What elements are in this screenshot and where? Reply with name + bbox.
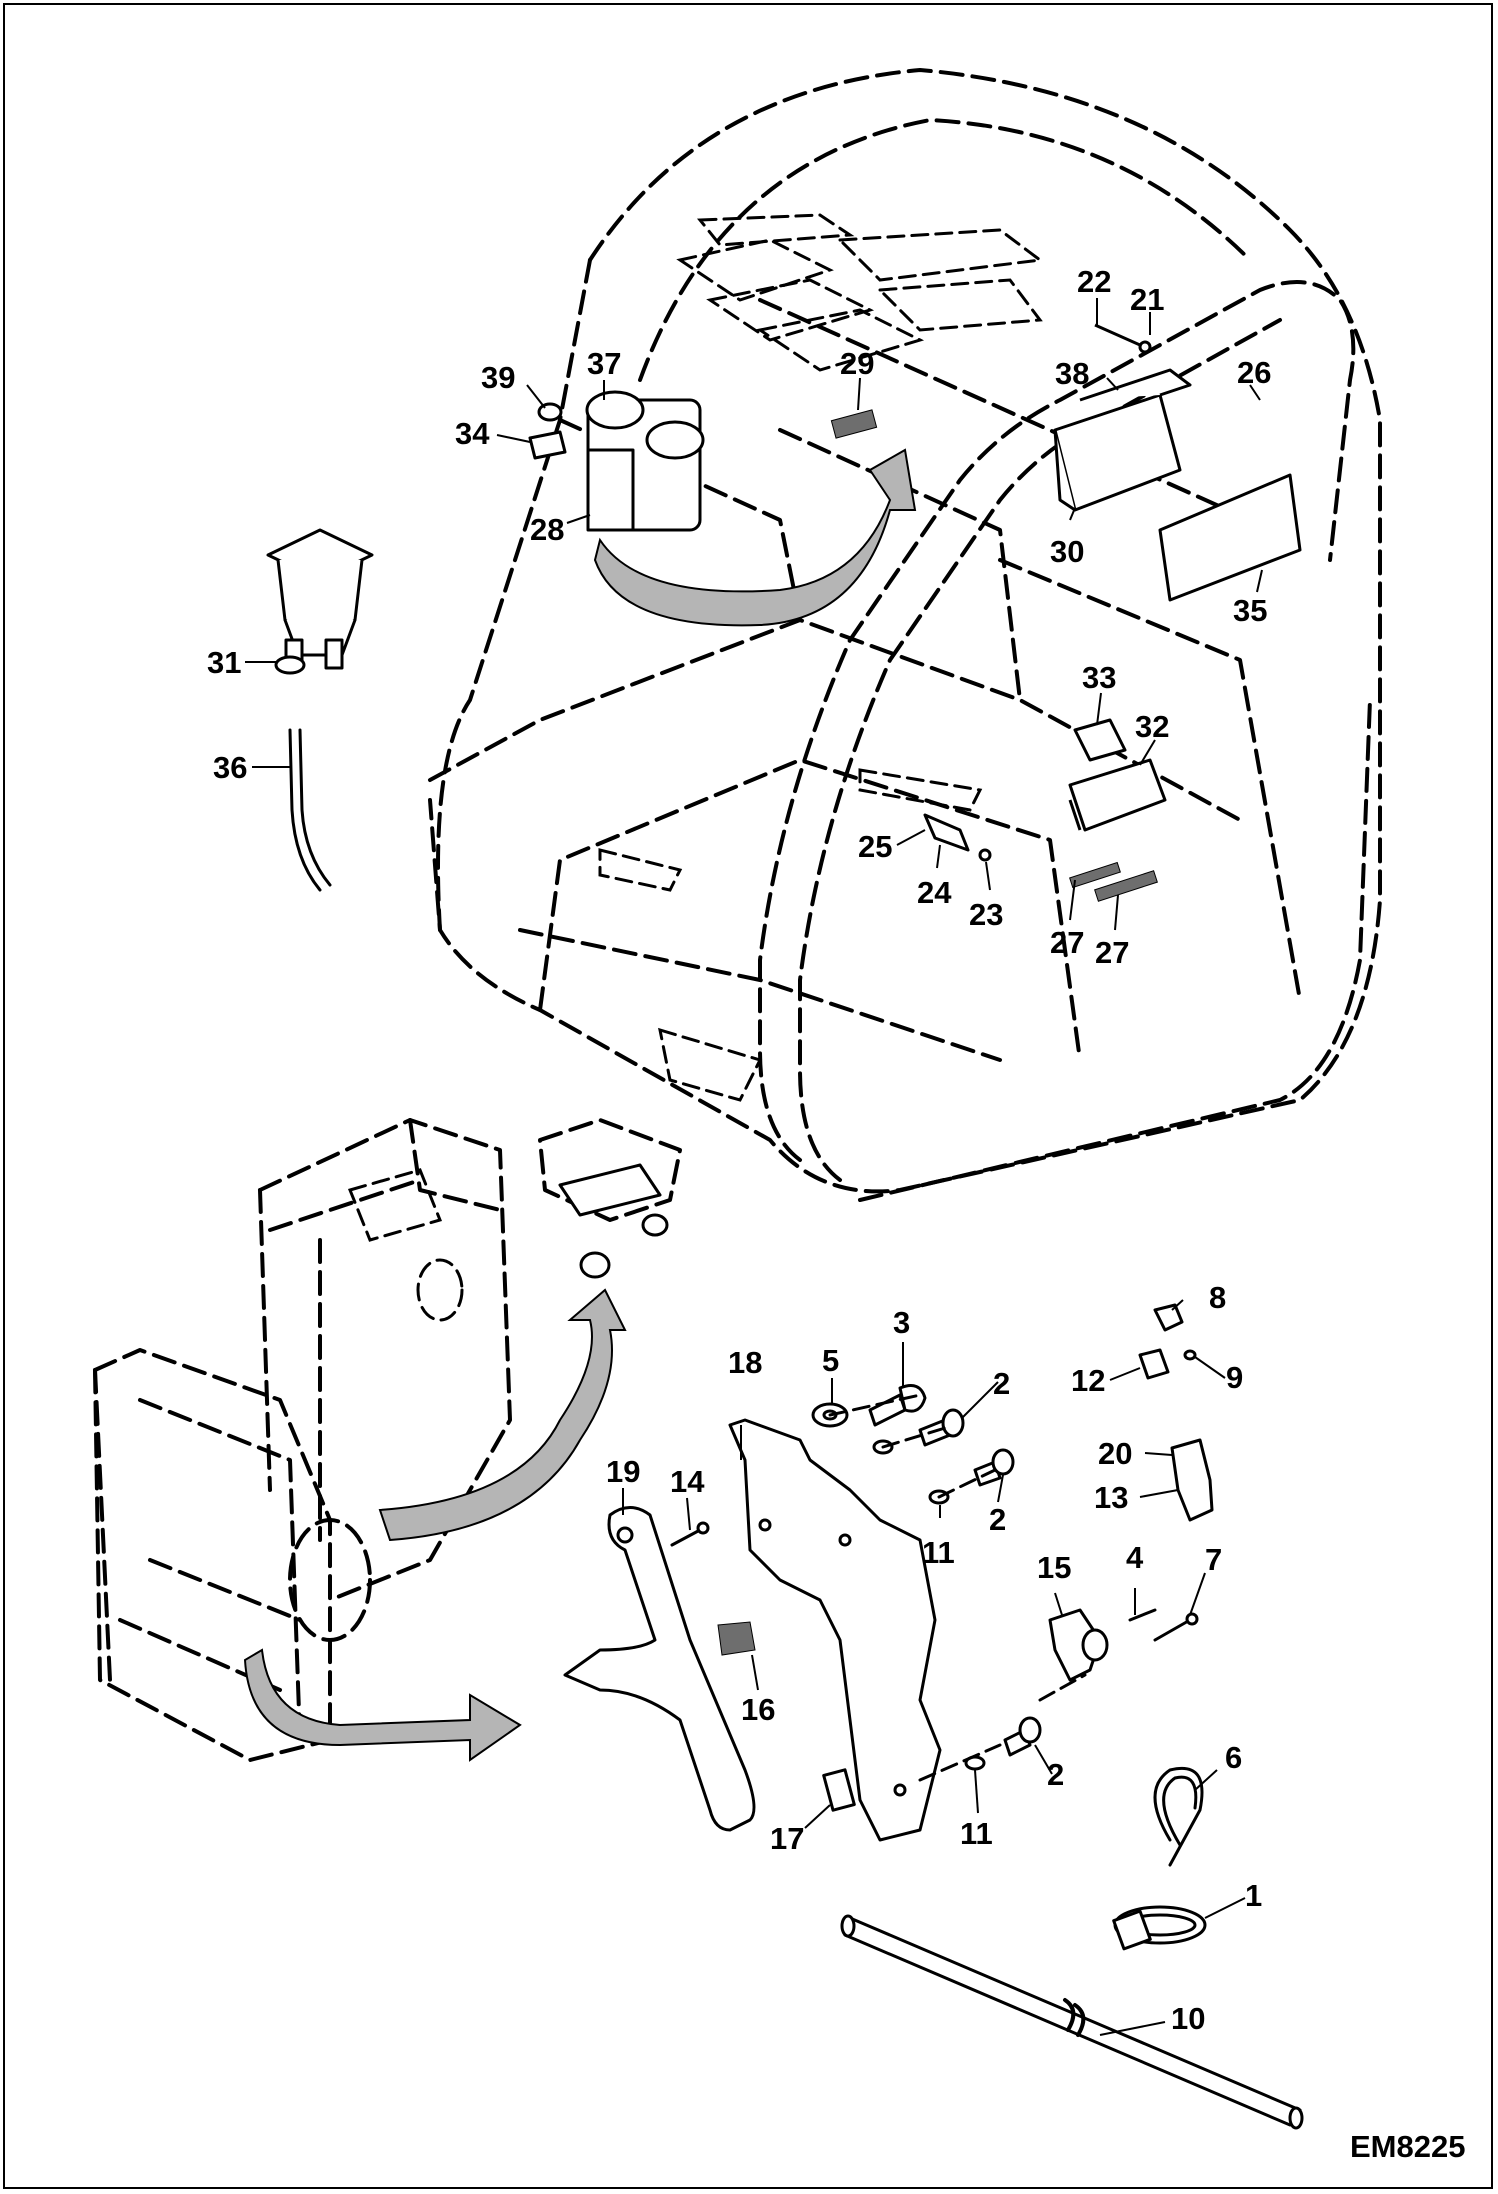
bolt-part-2a (918, 1408, 965, 1447)
label-strips-part-27 (1069, 861, 1158, 902)
controller-module-part-30 (1053, 368, 1192, 512)
callout-9: 9 (1226, 1360, 1243, 1395)
callout-23: 23 (969, 897, 1003, 932)
clamp-part-13-20 (1170, 1438, 1214, 1522)
pin-parts-21-22 (1094, 323, 1152, 354)
fitting-part-34 (528, 430, 567, 460)
screw-part-7 (1153, 1612, 1199, 1642)
callout-33: 33 (1082, 660, 1116, 695)
cable-part-36 (288, 728, 332, 892)
screw-part-14 (670, 1521, 710, 1547)
drawing-code: EM8225 (1350, 2129, 1465, 2164)
flow-arrows (243, 1288, 627, 1762)
label-pad-part-29 (830, 409, 878, 439)
callout-labels: 37 39 34 28 29 22 21 38 26 30 35 33 32 2… (207, 264, 1271, 2036)
assembly-lines (828, 1393, 1087, 1782)
callout-36: 36 (213, 750, 247, 785)
callout-37: 37 (587, 346, 621, 381)
callout-29: 29 (840, 346, 874, 381)
callout-21: 21 (1130, 282, 1164, 317)
connector-parts-23-24-25 (923, 813, 992, 862)
switch-part-15 (1048, 1608, 1109, 1682)
callout-3: 3 (893, 1305, 910, 1340)
callout-16: 16 (741, 1692, 775, 1727)
callout-7: 7 (1205, 1542, 1222, 1577)
bolt-part-3 (868, 1384, 927, 1427)
callout-28: 28 (530, 512, 564, 547)
callout-34: 34 (455, 416, 490, 451)
callout-5: 5 (822, 1343, 839, 1378)
callout-24: 24 (917, 875, 952, 910)
relay-block-part-28 (585, 390, 917, 627)
bolt-part-2c (1003, 1716, 1042, 1757)
callout-27a: 27 (1050, 925, 1084, 960)
callout-20: 20 (1098, 1436, 1132, 1471)
callout-38: 38 (1055, 356, 1089, 391)
callout-26: 26 (1237, 355, 1271, 390)
callout-18: 18 (728, 1345, 762, 1380)
control-tower (93, 1118, 512, 1762)
valve-block (538, 1118, 682, 1279)
spring-part-16 (717, 1621, 756, 1656)
callout-13: 13 (1094, 1480, 1128, 1515)
sensor-part-31 (266, 528, 374, 675)
callout-22: 22 (1077, 264, 1111, 299)
callout-30: 30 (1050, 534, 1084, 569)
lever-part-19 (563, 1506, 756, 1832)
callout-15: 15 (1037, 1550, 1071, 1585)
pin-part-9 (1183, 1349, 1197, 1361)
screw-part-4 (1128, 1608, 1157, 1622)
mounting-plate-part-18 (728, 1418, 942, 1842)
callout-14: 14 (670, 1464, 705, 1499)
callout-2c: 2 (1047, 1757, 1064, 1792)
rops-tube (758, 280, 1372, 1202)
callout-12: 12 (1071, 1363, 1105, 1398)
callout-1: 1 (1245, 1878, 1262, 1913)
bracket-part-35 (1158, 473, 1302, 602)
bolt-part-2b (973, 1448, 1015, 1487)
callout-27b: 27 (1095, 935, 1129, 970)
callout-2b: 2 (989, 1502, 1006, 1537)
hose-part-10 (840, 1914, 1304, 2130)
cab-frame (428, 68, 1382, 1194)
callout-25: 25 (858, 829, 892, 864)
callout-6: 6 (1225, 1740, 1242, 1775)
hose-clamp-part-1 (1112, 1905, 1207, 1951)
nut-part-8 (1153, 1303, 1184, 1332)
callout-2a: 2 (993, 1366, 1010, 1401)
fitting-part-39 (537, 402, 563, 422)
callout-11c: 11 (960, 1816, 993, 1851)
clip-part-17 (822, 1768, 856, 1812)
callout-10: 10 (1171, 2001, 1205, 2036)
callout-32: 32 (1135, 709, 1169, 744)
callout-35: 35 (1233, 593, 1267, 628)
callout-4: 4 (1126, 1540, 1144, 1575)
callout-31: 31 (207, 645, 241, 680)
cable-tie-part-6 (1153, 1767, 1204, 1867)
drawing-frame (3, 3, 1493, 2189)
callout-17: 17 (770, 1821, 804, 1856)
callout-11b: 11 (922, 1535, 955, 1570)
nut-part-12 (1138, 1348, 1170, 1380)
callout-19: 19 (606, 1454, 640, 1489)
leader-lines (245, 298, 1263, 2036)
relay-parts-32-33 (1068, 718, 1167, 832)
callout-39: 39 (481, 360, 515, 395)
callout-8: 8 (1209, 1280, 1226, 1315)
